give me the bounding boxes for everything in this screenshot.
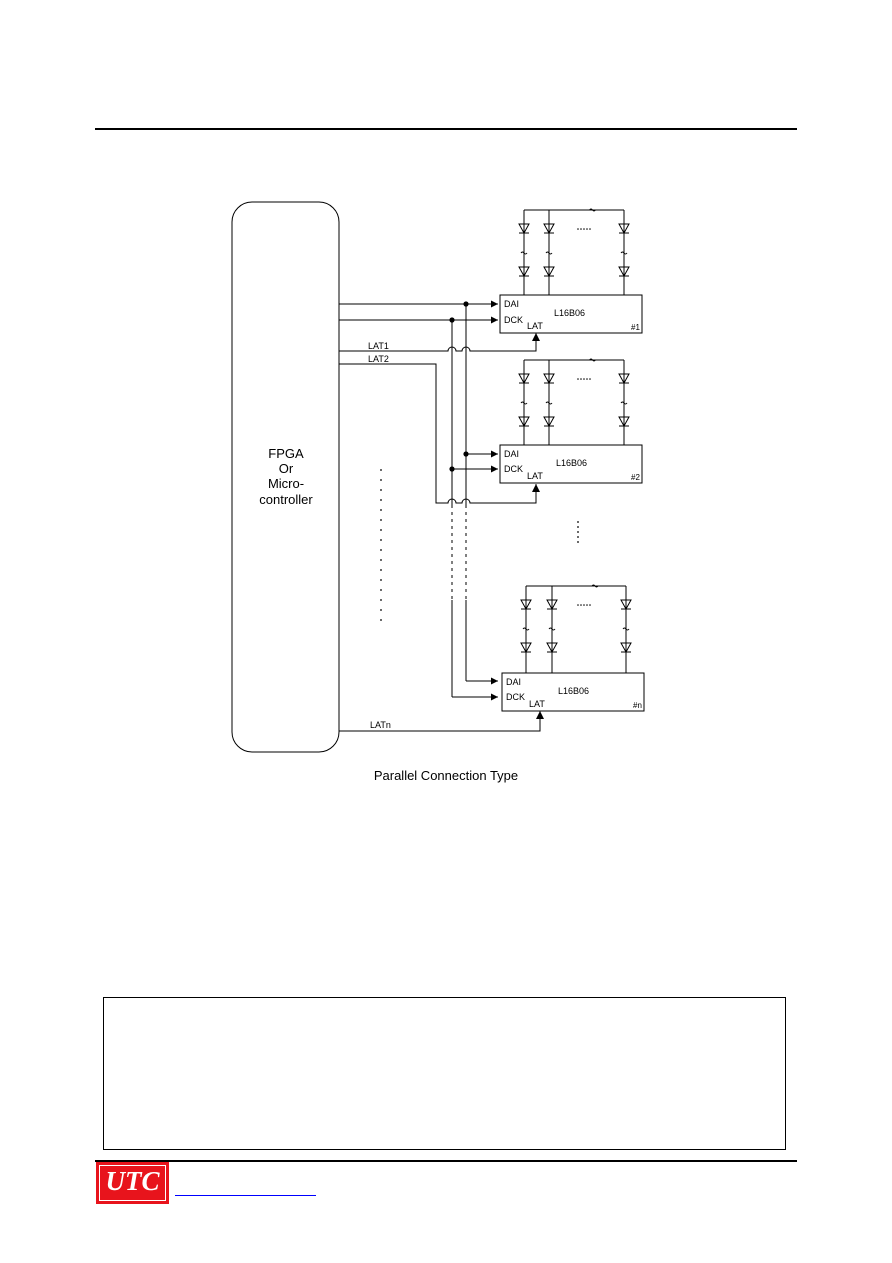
led-1-1a-icon [543, 223, 555, 235]
led-2-2b-icon [618, 416, 630, 428]
driver-n-dai: DAI [506, 677, 521, 687]
footer-rule [95, 1160, 797, 1162]
dck-bus [339, 316, 498, 701]
driver-2-dck: DCK [504, 464, 523, 474]
led-3-0b-icon [520, 642, 532, 654]
controller-label-line-2: Or [279, 461, 294, 476]
led-1-ellipsis-dot [589, 228, 591, 230]
led-2-ellipsis-dot [583, 378, 585, 380]
lat2-wire [339, 363, 540, 504]
led-driver-1: DAI DCK LAT L16B06 #1 [499, 294, 643, 334]
lat1-wire [339, 333, 540, 352]
led-3-ellipsis-dot [589, 604, 591, 606]
website-link[interactable] [175, 1194, 316, 1196]
led-driver-n: DAI DCK LAT L16B06 #n [501, 672, 645, 712]
led-1-ellipsis-dot [583, 228, 585, 230]
break-1-2-icon [620, 251, 628, 255]
controller-label-line-1: FPGA [268, 446, 304, 461]
utc-logo-frame [99, 1165, 166, 1201]
driver-n-chip [501, 672, 645, 712]
driver-1-dai: DAI [504, 299, 519, 309]
controller-label-line-3: Micro- [268, 476, 304, 491]
led-3-ellipsis-dot [580, 604, 582, 606]
led-3-2b-icon [620, 642, 632, 654]
led-1-0a-icon [518, 223, 530, 235]
led-2-1a-icon [543, 373, 555, 385]
bus-continuation-dashes [451, 508, 467, 600]
latn-label: LATn [370, 720, 391, 730]
driver-n-dck: DCK [506, 692, 525, 702]
led-1-2a-icon [618, 223, 630, 235]
utc-logo-text: UTC [105, 1166, 160, 1196]
driver-2-chip [499, 444, 643, 484]
driver-n-lat: LAT [529, 699, 545, 709]
driver-2-lat: LAT [527, 471, 543, 481]
driver-1-index: #1 [631, 323, 640, 332]
led-3-ellipsis-dot [577, 604, 579, 606]
led-2-1b-icon [543, 416, 555, 428]
break-3-0-icon [522, 627, 530, 631]
led-1-ellipsis-dot [580, 228, 582, 230]
driver-n-part: L16B06 [558, 686, 589, 696]
driver-n-index: #n [633, 701, 642, 710]
header-rule [95, 128, 797, 130]
break-1-1-icon [545, 251, 553, 255]
controller-label-line-4: controller [259, 492, 313, 507]
driver-1-dck: DCK [504, 315, 523, 325]
driver-2-index: #2 [631, 473, 640, 482]
led-1-ellipsis-dot [577, 228, 579, 230]
diagram-caption: Parallel Connection Type [373, 768, 519, 783]
dai-bus [339, 300, 498, 685]
latn-wire [339, 711, 544, 732]
bus-junctions [449, 301, 469, 472]
notice-box [103, 997, 786, 1150]
led-3-2a-icon [620, 599, 632, 611]
led-1-1b-icon [543, 266, 555, 278]
led-2-ellipsis-dot [586, 378, 588, 380]
lat1-label: LAT1 [368, 341, 389, 351]
led-2-ellipsis-dot [580, 378, 582, 380]
driver-1-part: L16B06 [554, 308, 585, 318]
led-3-1a-icon [546, 599, 558, 611]
led-2-ellipsis-dot [577, 378, 579, 380]
lat2-label: LAT2 [368, 354, 389, 364]
driver-2-dai: DAI [504, 449, 519, 459]
driver-ellipsis-vertical [577, 521, 579, 543]
led-driver-2: DAI DCK LAT L16B06 #2 [499, 444, 643, 484]
led-2-2a-icon [618, 373, 630, 385]
break-3-1-icon [548, 627, 556, 631]
break-1-0-icon [520, 251, 528, 255]
led-3-ellipsis-dot [586, 604, 588, 606]
break-3-2-icon [622, 627, 630, 631]
break-2-2-icon [620, 401, 628, 405]
led-arrays [518, 208, 632, 673]
break-1-rail-icon [589, 208, 596, 212]
break-3-rail-icon [591, 584, 599, 588]
led-3-0a-icon [520, 599, 532, 611]
channel-ellipsis-vertical [380, 469, 382, 621]
led-1-0b-icon [518, 266, 530, 278]
break-2-rail-icon [589, 358, 596, 362]
driver-1-chip [499, 294, 643, 334]
led-2-0a-icon [518, 373, 530, 385]
utc-logo: UTC [96, 1162, 169, 1204]
driver-2-part: L16B06 [556, 458, 587, 468]
led-2-0b-icon [518, 416, 530, 428]
driver-1-lat: LAT [527, 321, 543, 331]
controller-block [231, 201, 340, 753]
led-3-ellipsis-dot [583, 604, 585, 606]
led-3-1b-icon [546, 642, 558, 654]
break-2-1-icon [545, 401, 553, 405]
led-2-ellipsis-dot [589, 378, 591, 380]
break-2-0-icon [520, 401, 528, 405]
led-1-ellipsis-dot [586, 228, 588, 230]
led-1-2b-icon [618, 266, 630, 278]
